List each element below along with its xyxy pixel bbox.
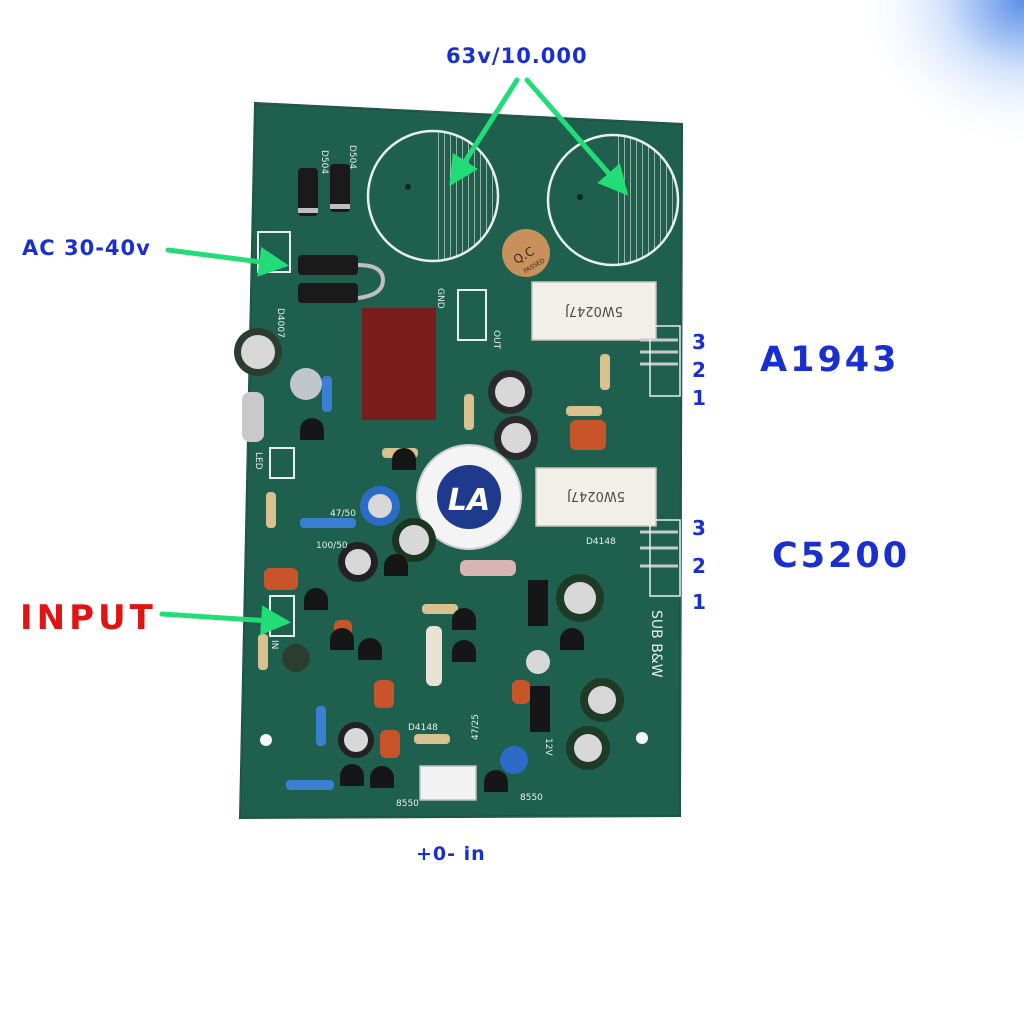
gnd-label: GND [435, 288, 445, 309]
d4148-label-b: D4148 [408, 723, 438, 733]
transistor-top-label: A1943 [760, 340, 900, 380]
pin-bottom-2: 2 [692, 554, 706, 578]
power-resistor-top: 5W0247J [531, 281, 657, 341]
diode-pair-top: D504 D504 [298, 145, 357, 216]
resistor-label-top: 5W0247J [565, 303, 623, 318]
transistor-leads-top [640, 325, 681, 397]
transistor-bottom-label: C5200 [772, 536, 911, 576]
annotation-arrows [159, 77, 629, 636]
pcb-board: Q.C PASSED D504 D504 GND OUT 5W0247J [234, 101, 684, 820]
electrolytic-capacitors [234, 328, 624, 774]
diode-label-b: D504 [347, 145, 357, 169]
out-label: OUT [491, 330, 501, 350]
d4007-label: D4007 [275, 308, 285, 338]
pin-bottom-3: 3 [692, 516, 706, 540]
brand-logo-sticker: LA [416, 444, 522, 550]
power-connector-label: +0- in [416, 843, 486, 865]
cap-47-50-label: 47/50 [330, 509, 356, 519]
input-label: INPUT [20, 598, 157, 638]
cap-100-50-label: 100/50 [316, 541, 348, 551]
pin-top-2: 2 [692, 358, 706, 382]
transistor-leads-bottom [640, 519, 681, 597]
pin-top-1: 1 [692, 386, 706, 410]
corner-glow [680, 0, 1024, 300]
arrow-signal-input [159, 605, 291, 636]
mounting-holes [260, 732, 648, 746]
ac-input-label: AC 30-40v [22, 236, 151, 260]
pin-bottom-1: 1 [692, 590, 706, 614]
v12-label: 12V [543, 738, 553, 756]
pin-top-3: 3 [692, 330, 706, 354]
small-transistors [300, 418, 584, 792]
qc-sticker: Q.C PASSED [502, 229, 550, 277]
power-input-connector [419, 765, 477, 801]
diode-label-a: D504 [319, 150, 329, 174]
resistor-label-bottom: 5W0247J [567, 488, 625, 503]
out-terminal [457, 289, 487, 341]
cap-47-25-label: 47/25 [471, 714, 481, 740]
capacitor-footprint-right [546, 133, 680, 267]
logo-text: LA [448, 483, 490, 518]
arrow-capacitor-left [449, 77, 520, 187]
t8550-label-a: 8550 [396, 799, 419, 809]
capacitor-spec-label: 63v/10.000 [446, 44, 588, 68]
sub-bw-label: SUB B&W [648, 610, 664, 678]
power-resistor-bottom: 5W0247J [535, 467, 657, 527]
t8550-label-b: 8550 [520, 793, 543, 803]
led-terminal [269, 447, 295, 479]
diode-pair-mid [298, 255, 386, 303]
arrow-capacitor-right [524, 77, 629, 196]
small-resistors [242, 354, 610, 790]
capacitor-footprint-left [366, 129, 500, 263]
led-label: LED [253, 452, 263, 470]
d4148-label-a: D4148 [586, 537, 616, 547]
relay [362, 308, 436, 420]
arrow-ac-input [165, 246, 289, 277]
in-label: IN [269, 640, 279, 649]
film-capacitors [264, 420, 606, 758]
